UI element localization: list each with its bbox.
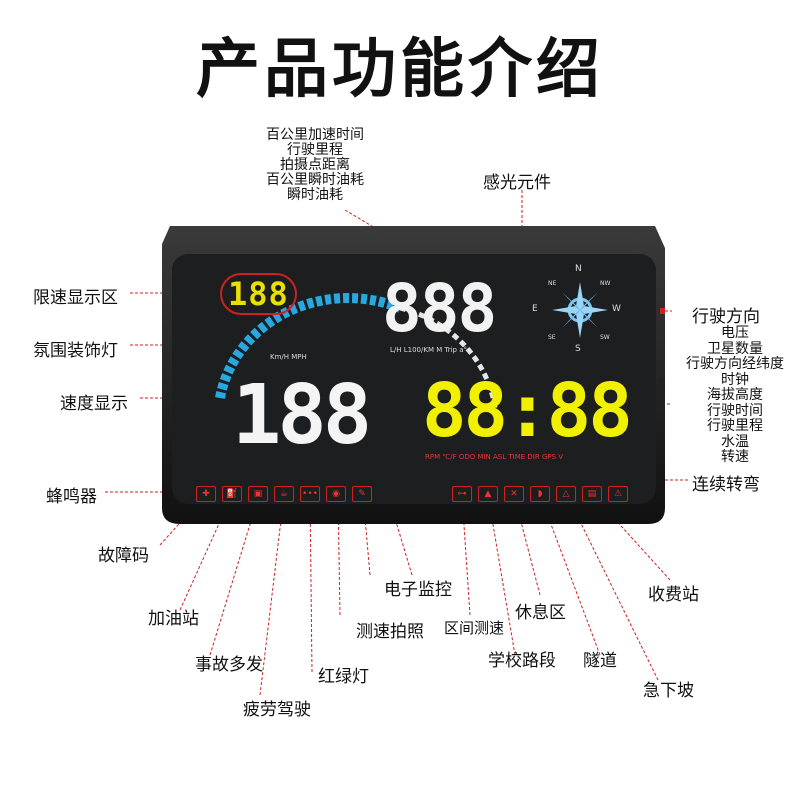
top-feature-list: 百公里加速时间 行驶里程 拍摄点距离 百公里瞬时油耗 瞬时油耗	[240, 128, 390, 203]
accident-icon: ▣	[248, 486, 268, 502]
e-monitor-icon: ✎	[352, 486, 372, 502]
speed-display: 188	[232, 368, 372, 463]
compass-icon: N S E W NW NE SE SW	[532, 262, 621, 354]
label-gas: 加油站	[148, 609, 199, 629]
hud-device: 188 888 L/H L100/KM M Trip a° Km/H MPH 1…	[160, 218, 665, 526]
right-feature-list: 电压 卫星数量 行驶方向经纬度 时钟 海拔高度 行驶时间 行驶里程 水温 转速	[676, 325, 794, 466]
school-icon: ▲	[478, 486, 498, 502]
label-speed-limit: 限速显示区	[33, 288, 118, 308]
feature-camera-distance: 拍摄点距离	[280, 157, 350, 173]
compass-se: SE	[548, 334, 556, 341]
feature-voltage: 电压	[721, 325, 749, 341]
label-fatigue: 疲劳驾驶	[243, 700, 311, 720]
right-units: RPM ℃/F ODO MIN ASL TIME DIR GPS V	[425, 453, 564, 461]
fatigue-icon: ☕	[274, 486, 294, 502]
label-section: 区间测速	[444, 619, 505, 637]
curve-icon: ⚠	[608, 486, 628, 502]
label-accident: 事故多发	[195, 655, 263, 675]
compass-w: W	[612, 304, 621, 314]
label-direction: 行驶方向	[692, 307, 760, 327]
compass-s: S	[575, 344, 581, 354]
gas-station-icon: ⛽	[222, 486, 242, 502]
left-warning-icons: ✚ ⛽ ▣ ☕ ••• ◉ ✎	[196, 486, 372, 502]
feature-satellites: 卫星数量	[707, 340, 763, 357]
label-speed-camera: 测速拍照	[356, 622, 424, 642]
label-fault: 故障码	[98, 546, 149, 566]
label-downhill: 急下坡	[643, 681, 694, 701]
top-value-display: 888	[382, 270, 497, 347]
feature-mileage: 行驶里程	[287, 142, 343, 158]
feature-latlong: 行驶方向经纬度	[686, 356, 784, 372]
section-speed-icon: ⊶	[452, 486, 472, 502]
toll-icon: ▤	[582, 486, 602, 502]
compass-n: N	[575, 264, 582, 274]
feature-accel: 百公里加速时间	[266, 127, 364, 143]
speed-camera-icon: ◉	[326, 486, 346, 502]
feature-altitude: 海拔高度	[707, 387, 763, 403]
feature-drive-mileage: 行驶里程	[707, 418, 763, 434]
feature-drive-time: 行驶时间	[707, 402, 763, 419]
speed-units: Km/H MPH	[270, 353, 307, 361]
top-units: L/H L100/KM M Trip a°	[390, 346, 468, 354]
label-rest: 休息区	[515, 603, 566, 623]
page-title: 产品功能介绍	[196, 33, 604, 107]
label-sensor: 感光元件	[483, 173, 551, 193]
compass-sw: SW	[600, 334, 610, 341]
tunnel-icon: ◗	[530, 486, 550, 502]
label-ambient: 氛围装饰灯	[33, 341, 118, 361]
label-tunnel: 隧道	[583, 651, 617, 671]
compass-ne: NE	[548, 280, 557, 287]
label-toll: 收费站	[648, 585, 699, 605]
feature-instant-fuel: 瞬时油耗	[287, 187, 343, 203]
fault-icon: ✚	[196, 486, 216, 502]
label-speed: 速度显示	[60, 394, 128, 414]
clock-display: 88:88	[422, 368, 633, 454]
label-curve: 连续转弯	[692, 475, 760, 495]
traffic-light-icon: •••	[300, 486, 320, 502]
feature-instant-fuel-100km: 百公里瞬时油耗	[266, 172, 364, 188]
rest-area-icon: ✕	[504, 486, 524, 502]
right-warning-icons: ⊶ ▲ ✕ ◗ △ ▤ ⚠	[452, 486, 628, 502]
compass-e: E	[532, 304, 538, 314]
speed-limit-display: 188	[220, 273, 297, 315]
compass-nw: NW	[600, 280, 611, 287]
label-e-monitor: 电子监控	[384, 580, 452, 600]
feature-water-temp: 水温	[721, 433, 749, 450]
label-school: 学校路段	[488, 651, 556, 671]
label-buzzer: 蜂鸣器	[46, 487, 97, 507]
label-traffic-light: 红绿灯	[318, 667, 369, 687]
feature-clock: 时钟	[721, 371, 749, 388]
downhill-icon: △	[556, 486, 576, 502]
feature-rpm: 转速	[721, 449, 749, 465]
